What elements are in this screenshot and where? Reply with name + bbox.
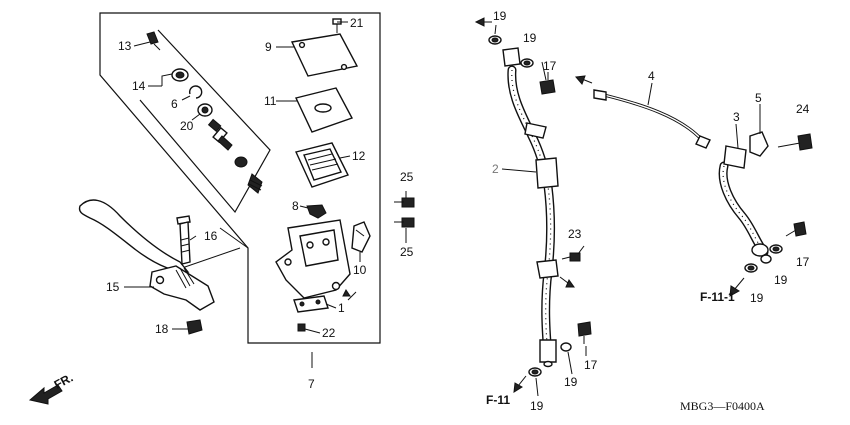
washer-19-right-a [769, 244, 783, 254]
sealing-washer-c [560, 342, 572, 352]
callout-12: 12 [352, 149, 366, 163]
clamp [306, 204, 327, 219]
callout-4: 4 [648, 69, 655, 83]
callout-17-hose: 17 [584, 358, 598, 372]
callout-3: 3 [733, 110, 740, 124]
banjo-bolt-lower [577, 321, 592, 344]
callout-23: 23 [568, 227, 582, 241]
callout-19-hose: 19 [564, 375, 578, 389]
callout-5: 5 [755, 91, 762, 105]
callout-16: 16 [204, 229, 218, 243]
callout-6: 6 [171, 97, 178, 111]
callout-25-upper: 25 [400, 170, 414, 184]
brake-lever [78, 199, 215, 311]
callout-10: 10 [353, 263, 367, 277]
callout-2: 2 [492, 162, 499, 176]
sealing-washer-d [528, 367, 542, 377]
callout-17-top: 17 [543, 59, 557, 73]
sealing-washer-b [520, 58, 534, 68]
brake-switch [293, 295, 329, 313]
callout-14: 14 [132, 79, 146, 93]
callout-17-right: 17 [796, 255, 810, 269]
washer-19-right-b [744, 263, 758, 273]
bolt-24 [777, 133, 813, 151]
front-arrow [28, 384, 63, 405]
diagram-code: MBG3—F0400A [680, 399, 765, 413]
mounting-bolt-lower [394, 217, 415, 228]
callout-9: 9 [265, 40, 272, 54]
assembly-frame [99, 12, 381, 344]
banjo-bolt-upper [539, 72, 556, 95]
mounting-bolt-upper [394, 197, 415, 208]
brake-hose-left [502, 47, 559, 368]
callout-18: 18 [155, 322, 169, 336]
brake-hose-right [718, 131, 772, 264]
callout-19-top: 19 [493, 9, 507, 23]
master-cylinder-body [275, 219, 351, 299]
direction-arrow-top [474, 17, 492, 27]
callout-25-lower: 25 [400, 245, 414, 259]
diaphragm-plate [295, 87, 354, 133]
piston-kit [171, 68, 263, 194]
callout-8: 8 [292, 199, 299, 213]
direction-arrow-f11 [513, 375, 527, 393]
direction-arrow-hose [559, 276, 575, 288]
brake-cable [593, 89, 711, 149]
ref-f111: F-11-1 [700, 290, 735, 304]
callout-13: 13 [118, 39, 132, 53]
callout-1: 1 [338, 301, 345, 315]
cover-screw [332, 18, 342, 33]
callout-20: 20 [180, 119, 194, 133]
diaphragm [295, 142, 349, 188]
switch-screw [297, 323, 306, 332]
bolt-17-right-lower [785, 221, 807, 237]
callout-7: 7 [308, 377, 315, 391]
direction-arrow-cable [575, 75, 593, 85]
callout-19-second: 19 [523, 31, 537, 45]
callout-19-right-a: 19 [774, 273, 788, 287]
callout-24: 24 [796, 102, 810, 116]
callout-22: 22 [322, 326, 336, 340]
hose-bolt-23 [561, 252, 581, 262]
callout-19-right-b: 19 [750, 291, 764, 305]
direction-arrow-f111 [729, 277, 745, 297]
sealing-washer-a [488, 35, 502, 45]
switch-cover [351, 221, 371, 253]
reservoir-cover [290, 33, 359, 77]
piston-boot [146, 31, 161, 51]
ref-f11: F-11 [486, 393, 510, 407]
callout-21: 21 [350, 16, 364, 30]
callout-11: 11 [264, 94, 277, 108]
pivot-nut [186, 319, 203, 335]
callout-15: 15 [106, 280, 120, 294]
pivot-bolt [176, 215, 191, 265]
callout-19-bottom: 19 [530, 399, 544, 413]
